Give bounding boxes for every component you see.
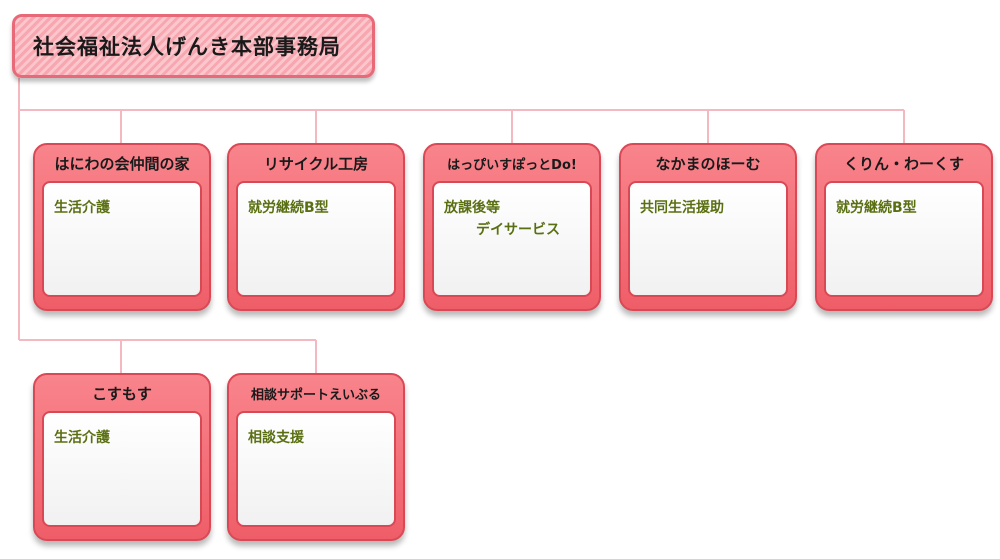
unit-title: リサイクル工房 [263, 154, 369, 173]
unit-services: 共同生活援助 [628, 181, 788, 297]
root-node-headquarters[interactable]: 社会福祉法人げんき本部事務局 [12, 14, 375, 78]
service-label: 相談支援 [248, 430, 304, 446]
unit-card-haniwa[interactable]: はにわの会仲間の家 生活介護 [33, 143, 211, 311]
service-label: 生活介護 [54, 200, 110, 216]
service-label: デイサービス [476, 222, 560, 238]
unit-title: はにわの会仲間の家 [54, 154, 190, 173]
unit-card-recycle-kobo[interactable]: リサイクル工房 就労継続B型 [227, 143, 405, 311]
unit-card-nakama-home[interactable]: なかまのほーむ 共同生活援助 [619, 143, 797, 311]
unit-card-happy-spot[interactable]: はっぴいすぽっとDo! 放課後等 デイサービス [423, 143, 601, 311]
unit-services: 就労継続B型 [236, 181, 396, 297]
unit-services: 生活介護 [42, 411, 202, 527]
service-label: 就労継続B型 [836, 200, 917, 216]
unit-card-soudan-support[interactable]: 相談サポートえいぶる 相談支援 [227, 373, 405, 541]
unit-title: くりん・わーくす [843, 154, 964, 173]
service-label: 就労継続B型 [248, 200, 329, 216]
unit-title: はっぴいすぽっとDo! [447, 157, 577, 173]
unit-services: 生活介護 [42, 181, 202, 297]
service-label: 共同生活援助 [640, 200, 724, 216]
unit-title: なかまのほーむ [655, 154, 761, 173]
unit-services: 放課後等 デイサービス [432, 181, 592, 297]
root-title: 社会福祉法人げんき本部事務局 [33, 35, 341, 59]
unit-services: 相談支援 [236, 411, 396, 527]
service-label: 放課後等 [444, 200, 500, 216]
service-label: 生活介護 [54, 430, 110, 446]
unit-title: 相談サポートえいぶる [250, 387, 381, 403]
unit-title: こすもす [92, 384, 152, 403]
unit-card-clean-works[interactable]: くりん・わーくす 就労継続B型 [815, 143, 993, 311]
unit-services: 就労継続B型 [824, 181, 984, 297]
unit-card-cosmos[interactable]: こすもす 生活介護 [33, 373, 211, 541]
